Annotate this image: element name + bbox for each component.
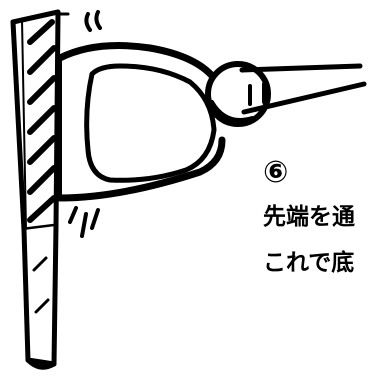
- caption-line-2: これで底: [263, 250, 355, 276]
- u-bracket: [56, 42, 226, 202]
- ring-and-pointer: [205, 61, 367, 127]
- wall-board: [10, 9, 70, 370]
- caption-line-1: 先端を通: [263, 204, 355, 230]
- wall-hatching: [27, 19, 57, 314]
- step-number: ⑥: [263, 155, 289, 190]
- motion-marks: [68, 10, 102, 238]
